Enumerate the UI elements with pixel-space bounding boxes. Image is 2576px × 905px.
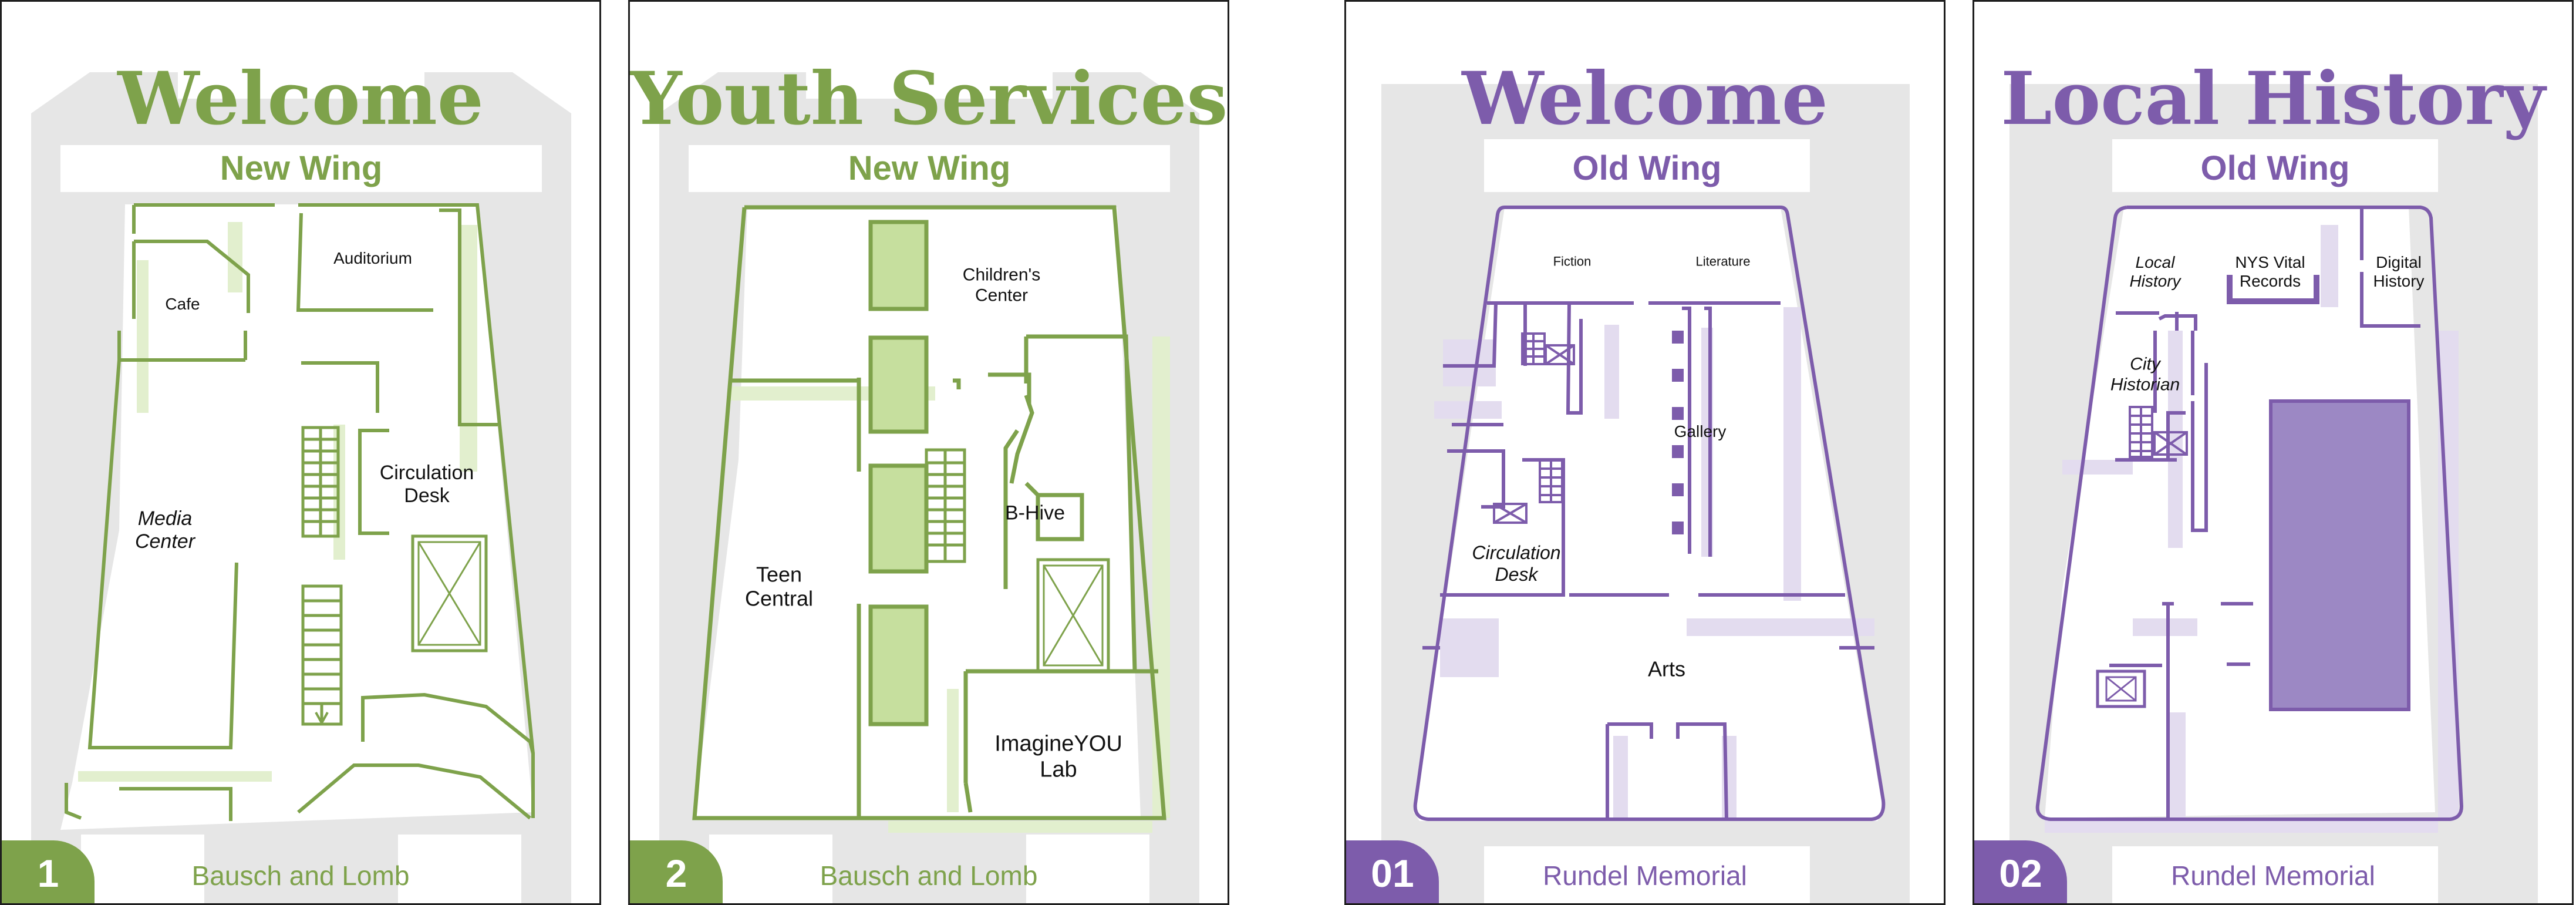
room-label-teen-central: Teen Central — [744, 562, 814, 611]
room-label-gallery: Gallery — [1674, 422, 1727, 440]
wing-label: Old Wing — [2112, 145, 2438, 192]
page-title: Welcome — [1462, 56, 1828, 142]
floorplan-old-wing-1 — [1381, 84, 1910, 903]
room-label-imagineyou-lab: ImagineYOU Lab — [994, 731, 1122, 782]
wing-label: Old Wing — [1484, 145, 1810, 192]
stairs-icon — [301, 584, 343, 726]
elevator-icon — [411, 534, 488, 652]
room-label-nys-vital-records: NYS Vital Records — [2235, 253, 2305, 290]
open-area-block — [2269, 399, 2410, 711]
map-card-local-history: Local History Old Wing Local History NYS… — [1973, 0, 2574, 905]
elevator-icon — [1545, 344, 1575, 365]
page-title: Youth Services — [630, 56, 1228, 142]
room-label-local-history: Local History — [2129, 253, 2181, 290]
stairs-icon — [1539, 459, 1563, 503]
building-name: Bausch and Lomb — [820, 860, 1038, 891]
room-label-circulation-desk: Circulation Desk — [379, 461, 474, 507]
floorplan-new-wing-1 — [31, 72, 571, 903]
elevator-icon — [1036, 558, 1110, 673]
room-label-digital-history: Digital History — [2373, 253, 2425, 290]
room-label-auditorium: Auditorium — [333, 248, 412, 267]
floor-number-badge: 1 — [2, 840, 95, 903]
floor-number-badge: 2 — [630, 840, 723, 903]
wing-label: New Wing — [60, 145, 542, 192]
stairs-icon — [925, 448, 966, 563]
elevator-icon — [2096, 670, 2146, 708]
room-label-circulation-desk: Circulation Desk — [1472, 542, 1561, 585]
stairs-icon — [2129, 406, 2153, 458]
page-title: Welcome — [117, 56, 484, 142]
room-label-b-hive: B-Hive — [1004, 502, 1066, 524]
room-label-city-historian: City Historian — [2110, 354, 2180, 395]
floor-area — [1414, 207, 1883, 821]
wing-label: New Wing — [689, 145, 1170, 192]
stairs-icon — [301, 426, 340, 538]
building-name: Bausch and Lomb — [191, 860, 410, 891]
room-label-literature: Literature — [1695, 254, 1751, 269]
vital-records-counter — [2227, 275, 2319, 304]
floor-number-badge: 02 — [1974, 840, 2067, 903]
floorplan-old-wing-2 — [2009, 84, 2538, 903]
page-title: Local History — [2001, 56, 2545, 142]
map-card-welcome-old-wing: Welcome Old Wing Fiction Literature Gall… — [1344, 0, 1946, 905]
room-label-media-center: Media Center — [134, 507, 195, 553]
building-name: Rundel Memorial — [2171, 860, 2375, 891]
building-name: Rundel Memorial — [1543, 860, 1747, 891]
floor-number-badge: 01 — [1346, 840, 1439, 903]
room-label-arts: Arts — [1647, 657, 1686, 681]
room-label-fiction: Fiction — [1553, 254, 1592, 269]
elevator-icon — [2153, 431, 2188, 456]
room-label-cafe: Cafe — [165, 294, 200, 313]
map-card-youth-services: Youth Services New Wing Children's Cente… — [628, 0, 1229, 905]
room-label-childrens-center: Children's Center — [962, 265, 1041, 305]
map-card-welcome-new-wing: Welcome New Wing Auditorium Cafe Media C… — [0, 0, 601, 905]
elevator-icon — [1493, 503, 1528, 524]
